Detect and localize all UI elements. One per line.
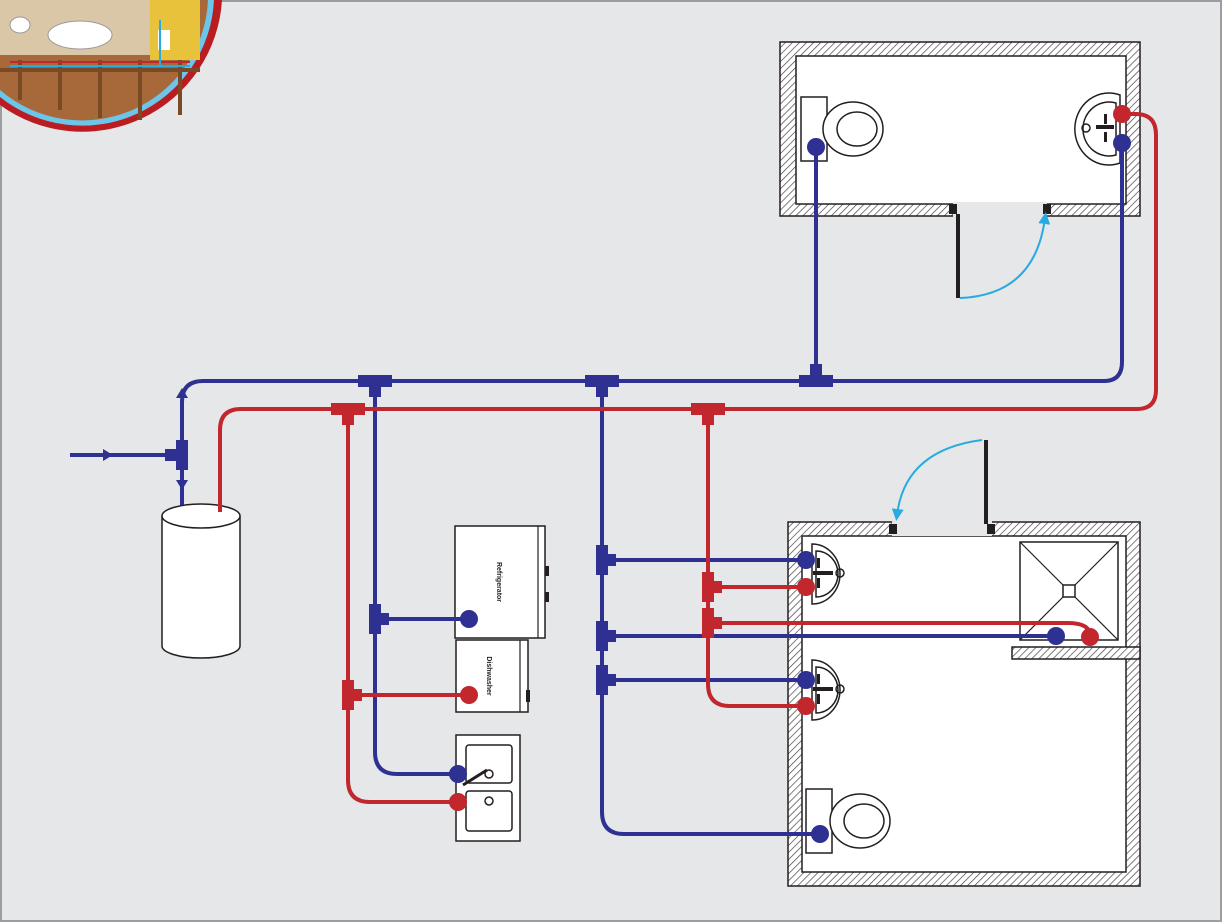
water-heater-icon — [161, 503, 241, 659]
toilet-icon — [800, 96, 884, 162]
washbasin-icon — [811, 659, 845, 721]
washbasin-icon — [811, 543, 845, 605]
hot-connection-points — [449, 105, 1131, 811]
shower-tray-icon — [1019, 541, 1119, 641]
cold-connection-points — [449, 134, 1131, 843]
kitchen-sink-icon — [455, 734, 521, 842]
refrigerator-label: Refrigerator — [495, 562, 502, 602]
toilet-icon — [805, 788, 891, 854]
bathroom-plumbing-thumbnail-icon — [0, 0, 222, 132]
washbasin-icon — [1074, 92, 1121, 166]
dishwasher-label: Dishwasher — [485, 656, 492, 696]
pipe-fittings — [103, 364, 833, 710]
